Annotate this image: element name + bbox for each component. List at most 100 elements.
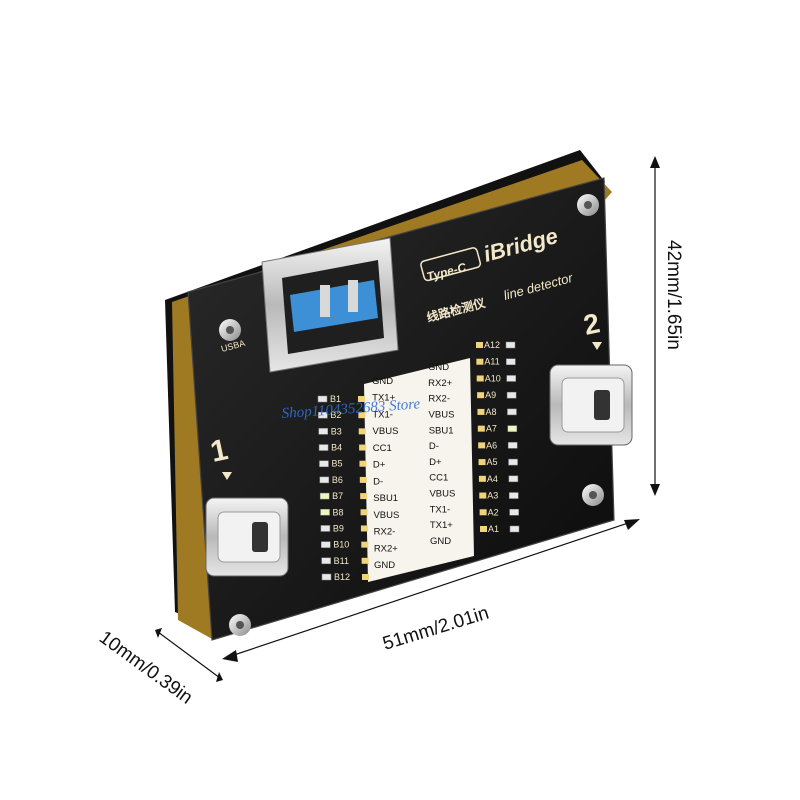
led-label-b: B3 (331, 426, 342, 436)
pin-label-right: SBU1 (429, 425, 454, 436)
dimension-depth: 10mm/0.39in (95, 627, 223, 709)
led-b (320, 509, 330, 516)
led-label-b: B10 (333, 540, 349, 550)
led-b (317, 395, 328, 403)
pin-label-left: GND (374, 560, 395, 571)
pad-a (476, 342, 483, 348)
led-label-a: A12 (484, 340, 500, 350)
led-a (507, 408, 517, 416)
pad-b (362, 574, 369, 580)
pad-b (361, 557, 369, 564)
led-label-b: B7 (332, 491, 343, 501)
width-label: 51mm/2.01in (380, 603, 491, 655)
screw-top-left (219, 319, 241, 341)
pin-label-right: CC1 (429, 473, 448, 484)
usb-a-port (261, 237, 399, 373)
arrow-down-icon (222, 472, 232, 480)
led-label-b: B1 (330, 394, 341, 404)
led-b (321, 541, 331, 548)
pad-b (361, 541, 369, 548)
pad-a (476, 358, 484, 365)
pin-legend-block (364, 358, 474, 582)
pin-label-right: TX1+ (430, 520, 453, 531)
pin-label-left: VBUS (373, 426, 399, 437)
led-b (321, 573, 332, 581)
pin-label-right: D+ (429, 457, 442, 468)
led-a (507, 425, 518, 432)
led-label-a: A10 (485, 373, 501, 383)
pad-b (358, 412, 366, 419)
pin-label-right: GND (430, 536, 451, 547)
screw-bottom-right (582, 484, 604, 506)
pad-a (479, 509, 487, 516)
led-b (318, 428, 328, 435)
led-b (319, 476, 330, 484)
led-label-a: A4 (487, 474, 498, 484)
led-label-b: B5 (331, 459, 342, 469)
led-a (509, 509, 519, 516)
arrow-down-icon (592, 342, 602, 350)
pad-a (477, 408, 485, 415)
led-b (319, 492, 330, 500)
pin-label-right: VBUS (429, 489, 455, 500)
pad-b (358, 428, 366, 435)
pin-label-left: SBU1 (373, 493, 398, 504)
pin-label-left: D- (373, 476, 383, 487)
led-label-a: A11 (484, 357, 499, 367)
pin-label-left: GND (372, 376, 393, 387)
pad-a (476, 375, 484, 382)
led-b (318, 444, 329, 451)
led-label-a: A8 (485, 407, 496, 417)
pin-label-right: TX1- (430, 504, 451, 515)
pad-b (359, 460, 367, 467)
usb-c-port-1 (205, 497, 289, 577)
led-a (506, 375, 516, 382)
port-2-label: 2 (581, 307, 603, 341)
led-label-b: B8 (333, 507, 344, 517)
pin-label-left: CC1 (373, 443, 392, 454)
pad-b (360, 525, 368, 532)
led-b (321, 557, 331, 565)
pin-label-left: VBUS (373, 510, 399, 521)
pad-b (358, 396, 365, 402)
led-label-a: A7 (486, 424, 497, 434)
pad-b (360, 493, 368, 500)
height-label: 42mm/1.65in (663, 240, 684, 350)
led-a (508, 475, 519, 483)
pin-label-left: RX2- (374, 527, 396, 538)
led-b (318, 411, 328, 419)
pad-b (360, 509, 368, 516)
led-b (319, 460, 329, 467)
led-a (509, 492, 519, 499)
led-label-b: B9 (333, 523, 344, 533)
depth-label: 10mm/0.39in (95, 627, 196, 709)
pin-label-right: RX2- (428, 394, 450, 405)
led-a (508, 458, 518, 466)
pad-a (478, 475, 486, 482)
screw-bottom-left (229, 614, 251, 636)
pad-a (479, 492, 487, 499)
pad-b (359, 476, 367, 483)
pin-label-left: D+ (373, 460, 386, 471)
led-label-a: A9 (485, 390, 496, 400)
pin-label-right: VBUS (429, 409, 455, 420)
led-label-a: A2 (488, 507, 499, 517)
led-label-b: B4 (331, 443, 342, 453)
pin-label-left: RX2+ (374, 543, 398, 554)
pad-a (480, 526, 487, 532)
led-a (506, 358, 516, 365)
led-label-b: B11 (334, 556, 349, 566)
led-a (509, 525, 520, 533)
dimension-height: 42mm/1.65in (650, 156, 684, 496)
led-b (320, 525, 331, 532)
led-a (506, 391, 517, 399)
pad-b (359, 444, 367, 451)
left-pin-column: GNDTX1+TX1-VBUSCC1D+D-SBU1VBUSRX2-RX2+GN… (372, 376, 399, 571)
detector-board: USBA Type-C iBridge 线路检测仪 line detector … (165, 150, 633, 641)
usb-c-port-2 (549, 364, 633, 446)
pin-label-left: TX1+ (372, 393, 395, 404)
led-label-a: A1 (488, 524, 499, 534)
